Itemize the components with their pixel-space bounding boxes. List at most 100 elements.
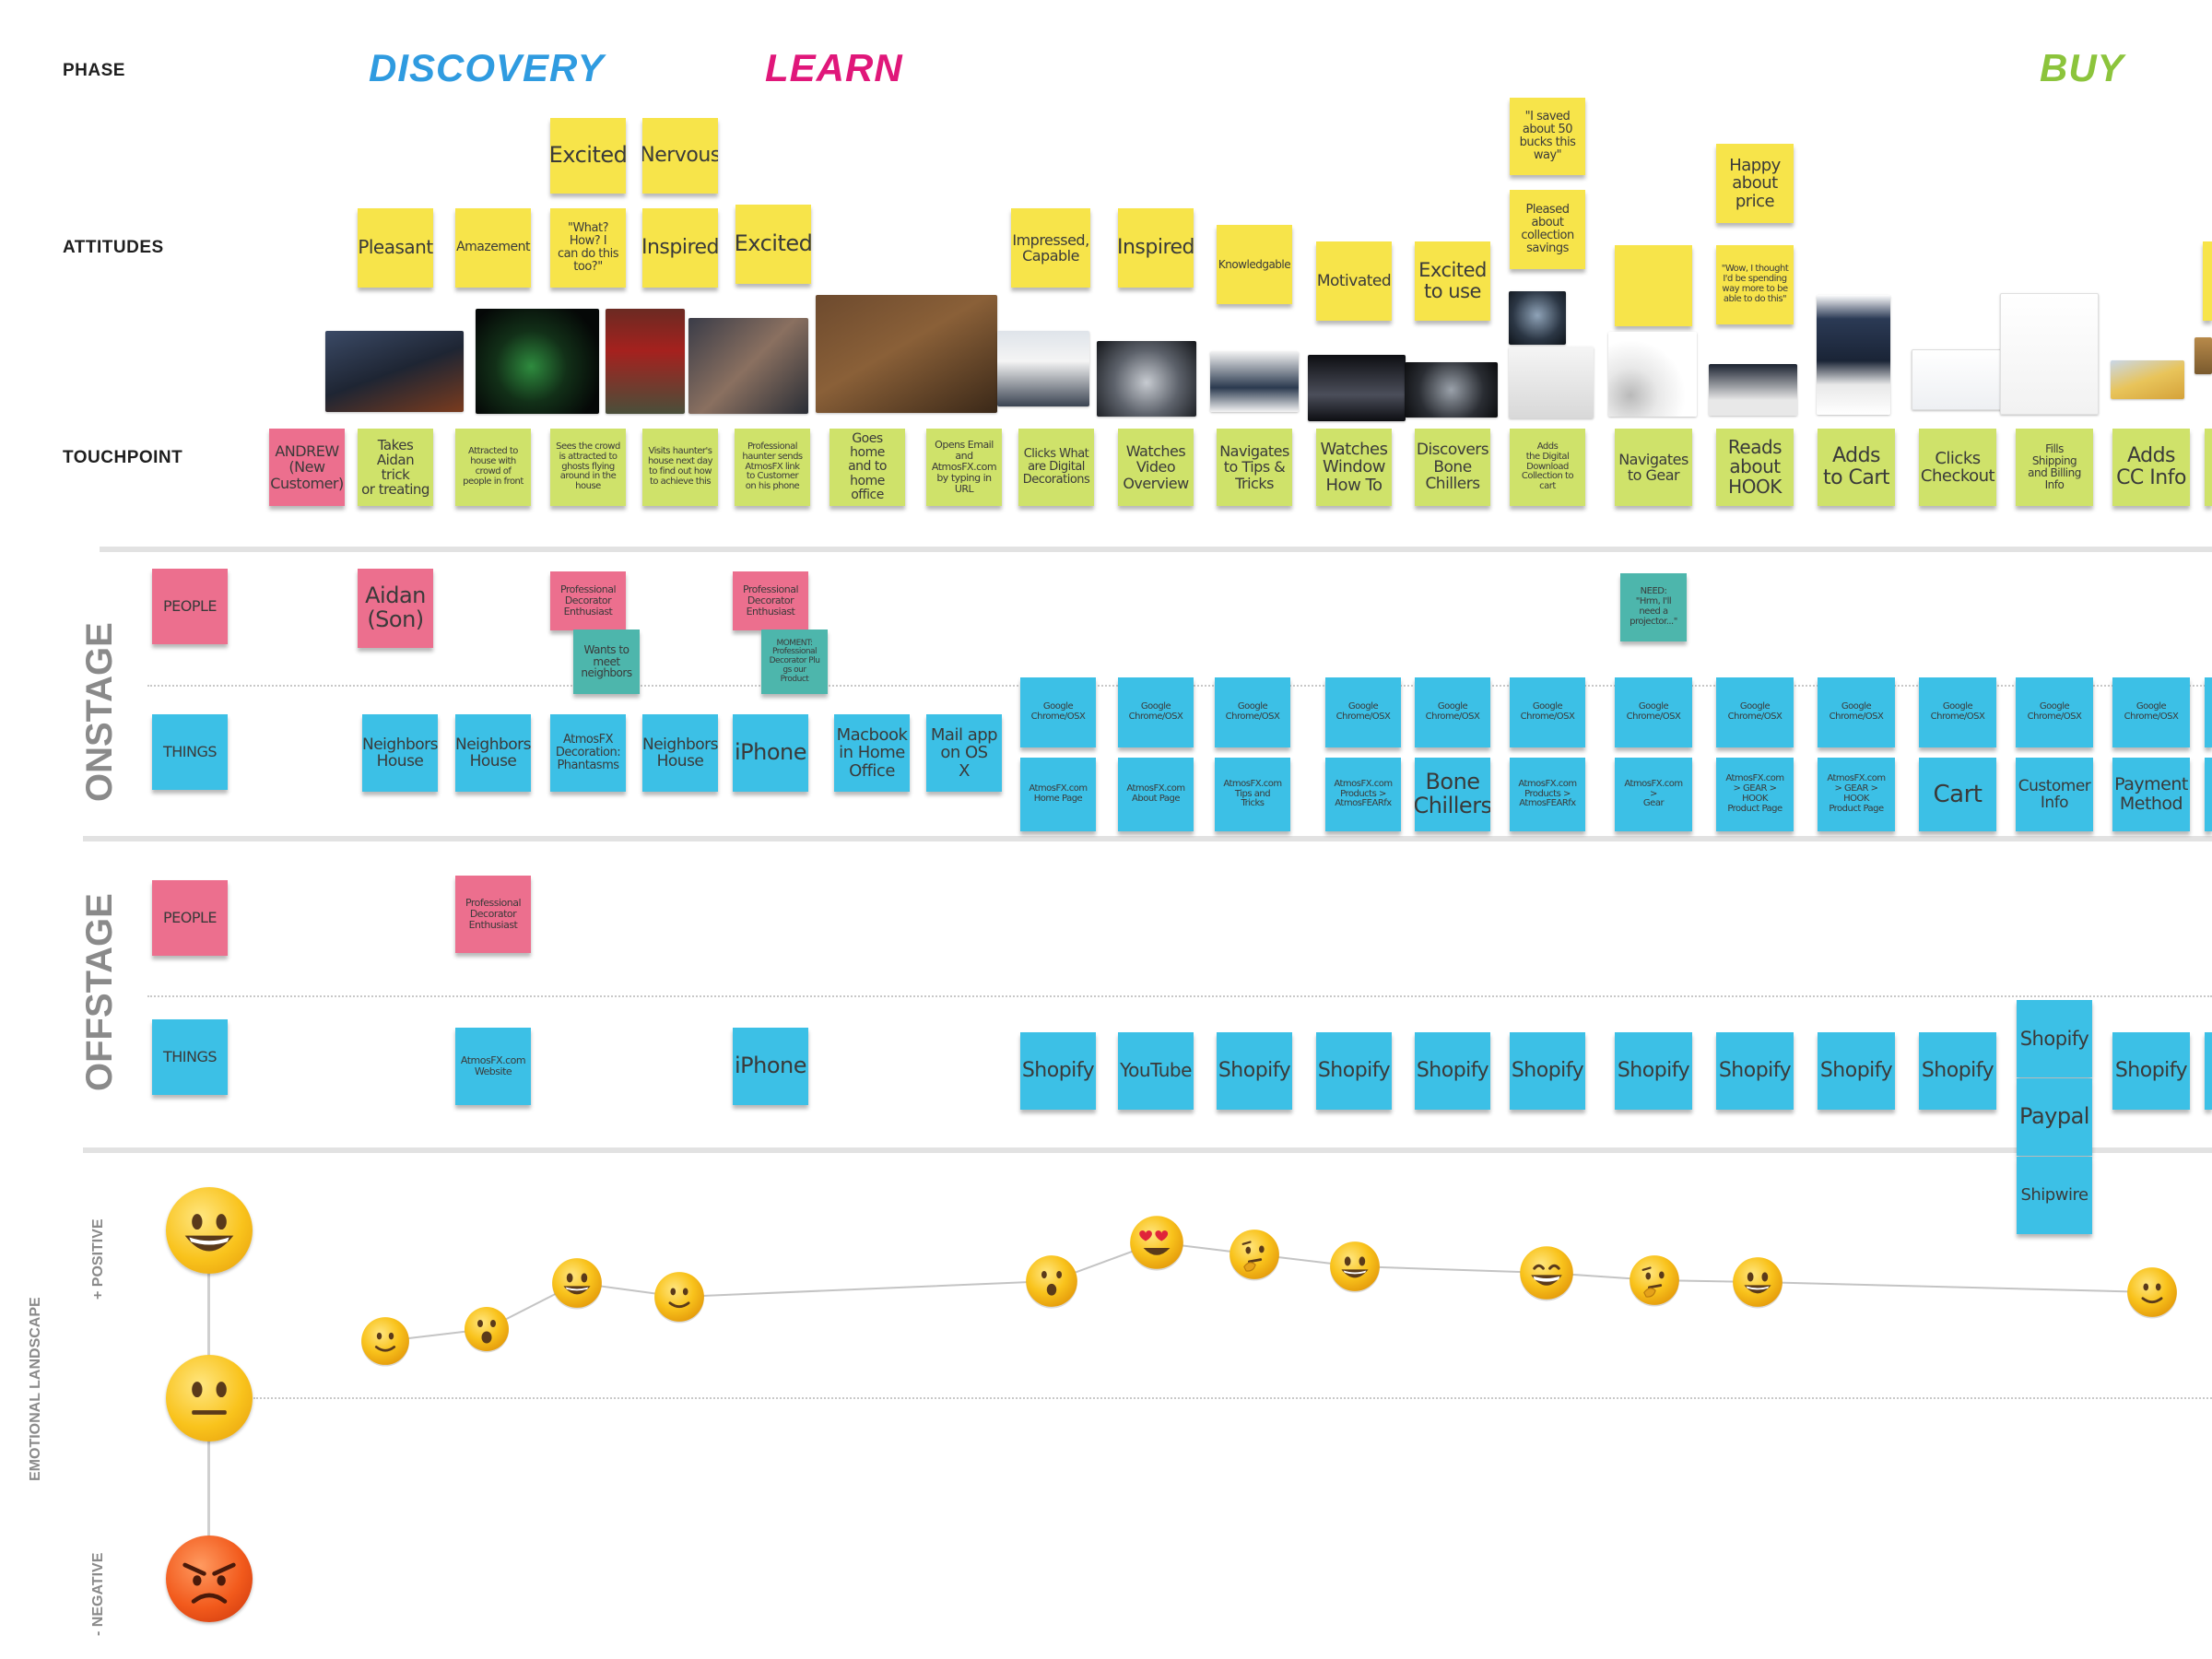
onstage-people-note: Professional Decorator Enthusiast (733, 571, 808, 630)
browser-note: Google Chrome/OSX (1615, 677, 1692, 747)
browser-note: Google Chrome/OSX (1510, 677, 1585, 747)
touchpoint-note: Adds to Cart (1818, 429, 1895, 506)
touchpoint-note: Discovers Bone Chillers (1415, 429, 1490, 506)
screenshot-video (1097, 341, 1196, 417)
attitude-note: Impressed, Capable (1011, 208, 1090, 288)
attitude-note: Inspired (1118, 208, 1194, 288)
phase-buy: BUY (2040, 46, 2124, 89)
attitude-note: Excited (550, 118, 626, 194)
touchpoint-persona: ANDREW (New Customer) (269, 429, 345, 506)
touchpoint-note: Opens Email and AtmosFX.com by typing in… (926, 429, 1002, 506)
attitude-note: Happy about price (1716, 144, 1794, 223)
shopify-note: Shopify (1217, 1032, 1292, 1110)
emotion-point-big-grin-icon (1520, 1246, 1573, 1301)
attitude-note: "What? How? I can do this too?" (550, 208, 626, 288)
screenshot-bone-chillers (1405, 362, 1498, 418)
paypal-note: Paypal (2017, 1078, 2092, 1156)
onstage-thing-note-edge (2205, 758, 2212, 831)
screenshot-hook (1709, 364, 1797, 416)
onstage-thing-note: AtmosFX.com Tips and Tricks (1215, 758, 1290, 831)
onstage-thing-note: AtmosFX.com Home Page (1020, 758, 1096, 831)
browser-note: Google Chrome/OSX (1325, 677, 1401, 747)
onstage-insight-note: MOMENT: Professional Decorator Plu gs ou… (761, 629, 828, 694)
screenshot-shipping-form (2000, 293, 2099, 415)
people-lane-label: PEOPLE (152, 880, 228, 956)
browser-note: Google Chrome/OSX (1215, 677, 1290, 747)
photo-hook-cart (1817, 295, 1890, 415)
photo-haunted-house (476, 309, 599, 414)
lane-divider (147, 995, 2212, 997)
touchpoint-note: Navigates to Gear (1615, 429, 1692, 506)
photo-two-men-phone (688, 318, 808, 414)
attitude-note: "Wow, I thought I'd be spending way more… (1716, 245, 1794, 324)
onstage-thing-note: Neighbors House (455, 714, 531, 792)
onstage-thing-note: AtmosFX.com Products > AtmosFEARfx (1325, 758, 1401, 831)
shopify-note: Shopify (1415, 1032, 1490, 1110)
touchpoint-note: Clicks What are Digital Decorations (1018, 429, 1094, 506)
attitude-note-blank (1615, 245, 1692, 326)
shopify-note: Shopify (1020, 1032, 1096, 1110)
browser-note: Google Chrome/OSX (1020, 677, 1096, 747)
neutral-scale-icon (166, 1355, 253, 1441)
browser-note: Google Chrome/OSX (1716, 677, 1794, 747)
emotion-point-grin-icon (552, 1258, 602, 1310)
emotion-point-grin-icon (1733, 1257, 1783, 1309)
people-lane-label: PEOPLE (152, 569, 228, 644)
emotion-point-thinking-icon (1630, 1255, 1679, 1307)
attitude-note: Excited to use (1415, 241, 1490, 321)
onstage-thing-note: Bone Chillers (1415, 758, 1490, 831)
browser-note: Google Chrome/OSX (2016, 677, 2093, 747)
attitude-note: "I saved about 50 bucks this way" (1510, 98, 1585, 175)
emotion-point-surprised-icon (465, 1307, 509, 1353)
screenshot-tips (1210, 351, 1299, 412)
photo-digital-download (1509, 291, 1566, 345)
attitude-note: Amazement (455, 208, 531, 288)
offstage-thing-note: iPhone (733, 1028, 808, 1105)
onstage-thing-note: Mail app on OS X (926, 714, 1002, 792)
shopify-note: Shopify (1316, 1032, 1392, 1110)
photo-credit-cards (2111, 360, 2184, 399)
shopify-note: Shopify (1615, 1032, 1692, 1110)
shopify-note: Shopify (2017, 1000, 2092, 1077)
onstage-thing-note: Neighbors House (362, 714, 438, 792)
shopify-note: Shopify (2112, 1032, 2190, 1110)
onstage-thing-note: AtmosFX.com Products > AtmosFEARfx (1510, 758, 1585, 831)
attitude-note: Knowledgable (1217, 225, 1292, 304)
onstage-insight-note: Wants to meet neighbors (573, 629, 640, 694)
photo-cart-collection (1509, 347, 1594, 418)
section-divider (83, 836, 2212, 841)
onstage-thing-note: AtmosFX.com About Page (1118, 758, 1194, 831)
touchpoint-note-edge (2205, 429, 2212, 506)
photo-red-door (606, 309, 685, 414)
attitude-note: Motivated (1316, 241, 1392, 321)
photo-projector (1608, 332, 1697, 417)
browser-note: Google Chrome/OSX (1818, 677, 1895, 747)
emotion-point-grin-icon (1330, 1241, 1380, 1293)
shopify-note: Shopify (1818, 1032, 1895, 1110)
onstage-thing-note: AtmosFX Decoration: Phantasms (550, 714, 626, 792)
browser-note: Google Chrome/OSX (1118, 677, 1194, 747)
touchpoint-note: Clicks Checkout (1919, 429, 1996, 506)
touchpoint-note: Visits haunter's house next day to find … (642, 429, 718, 506)
onstage-thing-note: AtmosFX.com > GEAR > HOOK Product Page (1818, 758, 1895, 831)
onstage-people-note: Aidan (Son) (358, 569, 433, 648)
shipwire-note: Shipwire (2017, 1157, 2092, 1234)
onstage-people-note: Professional Decorator Enthusiast (550, 571, 626, 630)
onstage-thing-note: AtmosFX.com > Gear (1615, 758, 1692, 831)
shopify-note: Shopify (1716, 1032, 1794, 1110)
onstage-insight-note: NEED: "Hrm, I'll need a projector..." (1620, 573, 1687, 641)
touchpoint-note: Navigates to Tips & Tricks (1217, 429, 1292, 506)
browser-note-edge (2205, 677, 2212, 747)
offstage-thing-note-edge (2205, 1032, 2212, 1110)
offstage-thing-note: AtmosFX.com Website (455, 1028, 531, 1105)
touchpoint-note: Goes home and to home office (830, 429, 905, 506)
offstage-people-note: Professional Decorator Enthusiast (455, 876, 531, 953)
attitude-note: Excited (735, 205, 811, 284)
screenshot-checkout (1912, 349, 2006, 410)
touchpoint-note: Fills Shipping and Billing Info (2016, 429, 2093, 506)
attitude-note: Nervous (642, 118, 718, 194)
shopify-note: Shopify (1919, 1032, 1996, 1110)
things-lane-label: THINGS (152, 1019, 228, 1095)
